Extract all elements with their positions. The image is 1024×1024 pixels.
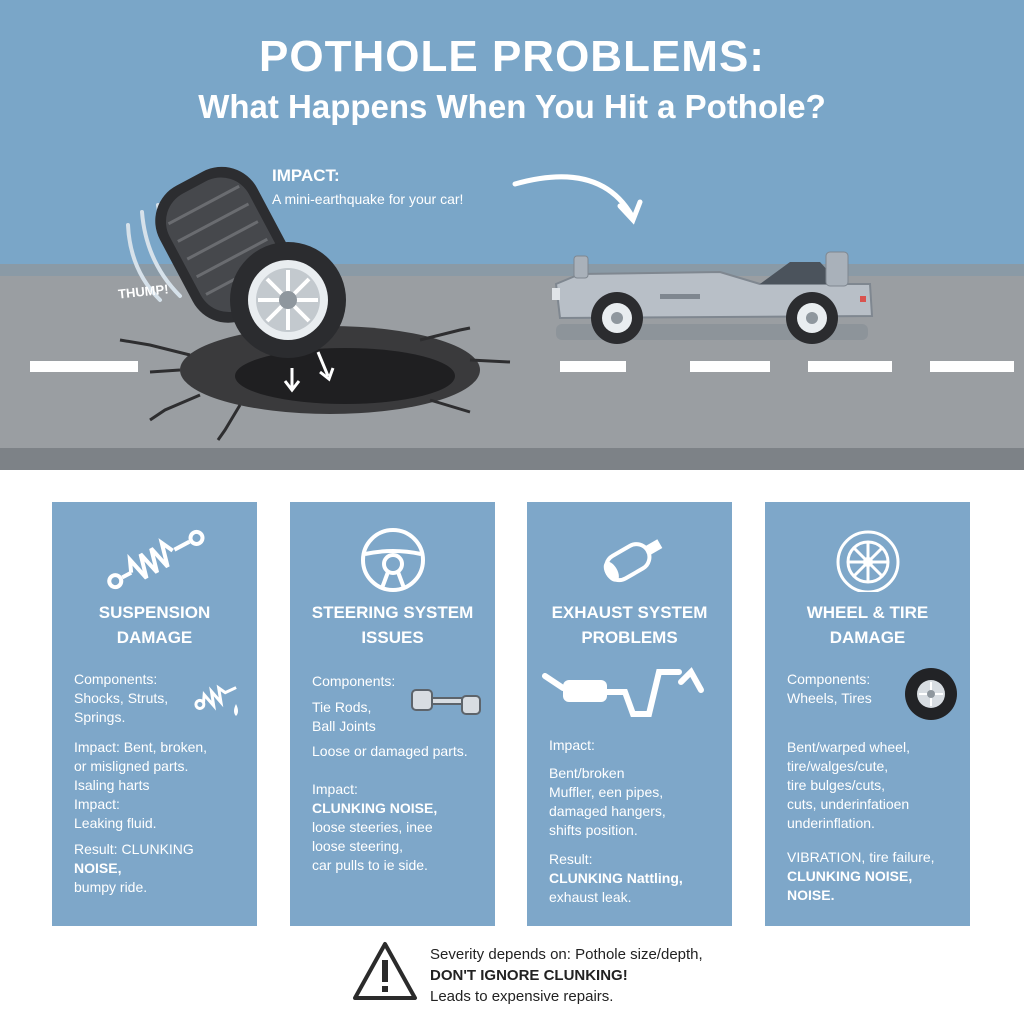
components-label: Components: [312, 673, 396, 689]
impact-heading: IMPACT: [272, 166, 340, 185]
result-text: Result: CLUNKING Nattling, exhaust leak. [549, 851, 683, 905]
shock-absorber-icon [107, 529, 205, 590]
wheel-icon [836, 530, 900, 592]
footer-line1: Severity depends on: Pothole size/depth, [430, 946, 703, 963]
page-subtitle: What Happens When You Hit a Pothole? [198, 88, 826, 125]
components-list: Wheels, Tires [787, 690, 872, 706]
note-text: Loose or damaged parts. [312, 743, 468, 759]
impact-text: Bent/warped wheel, tire/walges/cute, tir… [787, 739, 910, 831]
impact-text: Impact: Bent, broken, or misligned parts… [74, 739, 208, 831]
wheel-illustration [230, 242, 346, 358]
pothole [119, 326, 511, 441]
impact-text: Bent/broken Muffler, een pipes, damaged … [549, 765, 666, 838]
impact-label: Impact: [549, 737, 595, 753]
components-label: Components: [787, 671, 871, 687]
warning-icon [353, 942, 417, 1000]
steering-wheel-icon [361, 528, 425, 592]
road-scene [0, 166, 1024, 470]
footer-note: Severity depends on: Pothole size/depth,… [430, 944, 703, 1007]
result-text: VIBRATION, tire failure, CLUNKING NOISE,… [787, 849, 935, 903]
footer-line2: DON'T IGNORE CLUNKING! [430, 967, 628, 984]
impact-description: A mini-earthquake for your car! [272, 191, 464, 207]
shock-part-icon [194, 684, 238, 716]
page-title: POTHOLE PROBLEMS: [259, 32, 765, 81]
components-label: Components: [74, 671, 158, 687]
impact-text: Impact: CLUNKING NOISE, loose steeries, … [312, 781, 438, 873]
tire-part-icon [905, 668, 957, 720]
car-illustration [552, 251, 874, 344]
components-list: Tie Rods,Ball Joints [312, 699, 376, 734]
tie-rod-icon [411, 689, 481, 715]
footer-line3: Leads to expensive repairs. [430, 988, 614, 1005]
components-list: Shocks, Struts,Springs. [74, 690, 169, 725]
impact-arrow [512, 174, 643, 225]
hero-scene: POTHOLE PROBLEMS: What Happens When You … [0, 0, 1024, 470]
exhaust-pipe-icon [542, 667, 704, 717]
result-text: Result: CLUNKING NOISE, bumpy ride. [74, 841, 194, 895]
muffler-icon [603, 539, 663, 583]
